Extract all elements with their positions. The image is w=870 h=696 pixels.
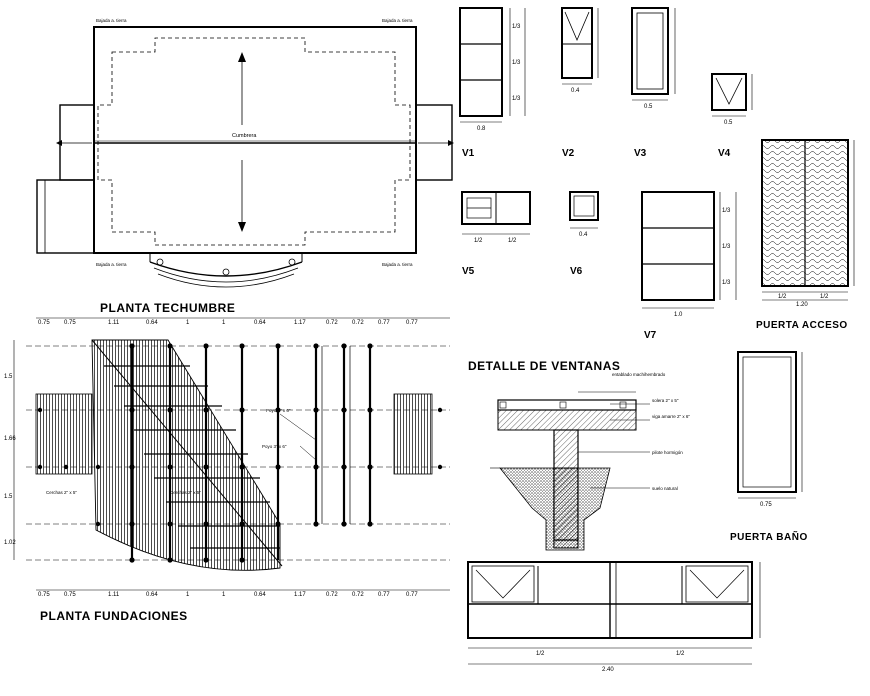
detalle-ventanas-title: DETALLE DE VENTANAS <box>468 359 620 373</box>
bottom-dim-11: 0.77 <box>378 592 390 598</box>
foundation-section-detail <box>490 391 650 551</box>
roof-plan <box>36 26 454 288</box>
detail-note-3: viga amarre 2" x 6" <box>652 414 690 419</box>
detail-note-5: suelo natural <box>652 486 678 491</box>
puerta-acceso-title: PUERTA ACCESO <box>756 320 848 331</box>
window-v7 <box>641 191 737 309</box>
door-bano <box>737 351 803 499</box>
window-v3 <box>631 7 676 101</box>
left-dim-4: 1.02 <box>4 540 16 546</box>
eave-label-tr: Bajada a. tierra <box>382 18 413 23</box>
bano-width: 0.75 <box>760 502 772 508</box>
acceso-half-b: 1/2 <box>820 294 829 300</box>
foundation-plan <box>13 317 450 591</box>
v5-half-b: 1/2 <box>508 238 517 244</box>
bottom-dim-4: 0.64 <box>146 592 158 598</box>
bottom-dim-10: 0.72 <box>352 592 364 598</box>
v1-third-2: 1/3 <box>512 60 521 66</box>
window-v6 <box>569 191 599 229</box>
v6-width: 0.4 <box>579 232 588 238</box>
v1-label: V1 <box>462 148 475 159</box>
planta-fundaciones-title: PLANTA FUNDACIONES <box>40 609 188 623</box>
v5-half-a: 1/2 <box>474 238 483 244</box>
top-dim-7: 0.64 <box>254 320 266 326</box>
foundation-bottom-dims: 0.75 0.75 1.11 0.64 1 1 0.64 1.17 0.72 0… <box>38 592 418 598</box>
foundation-left-dims: 1.5 1.66 1.5 1.02 <box>4 374 16 546</box>
foundation-note-d: Cerchas 2" x 5" <box>170 490 201 495</box>
window-v5 <box>461 191 531 235</box>
bottom-dim-8: 1.17 <box>294 592 306 598</box>
top-dim-5: 1 <box>186 320 190 326</box>
window-large-half-b: 1/2 <box>676 651 685 657</box>
bottom-dim-12: 0.77 <box>406 592 418 598</box>
ridge-label: Cumbrera <box>232 133 257 139</box>
top-dim-10: 0.72 <box>352 320 364 326</box>
v7-third-3: 1/3 <box>722 280 731 286</box>
top-dim-12: 0.77 <box>406 320 418 326</box>
eave-label-bl: Bajada a. tierra <box>96 262 127 267</box>
bottom-dim-3: 1.11 <box>108 592 120 598</box>
window-large-half-a: 1/2 <box>536 651 545 657</box>
v4-width: 0.5 <box>724 120 733 126</box>
puerta-bano-title: PUERTA BAÑO <box>730 530 808 543</box>
v3-label: V3 <box>634 148 647 159</box>
top-dim-4: 0.64 <box>146 320 158 326</box>
v7-third-2: 1/3 <box>722 244 731 250</box>
detail-note-2: solera 2" x 5" <box>652 398 679 403</box>
bottom-dim-7: 0.64 <box>254 592 266 598</box>
window-v2 <box>561 7 599 85</box>
bottom-dim-2: 0.75 <box>64 592 76 598</box>
window-v4 <box>711 73 753 117</box>
top-dim-9: 0.72 <box>326 320 338 326</box>
v1-width: 0.8 <box>477 126 486 132</box>
v2-label: V2 <box>562 148 575 159</box>
v7-width: 1.0 <box>674 312 683 318</box>
top-dim-1: 0.75 <box>38 320 50 326</box>
v1-third-1: 1/3 <box>512 24 521 30</box>
v5-label: V5 <box>462 266 475 277</box>
v7-label: V7 <box>644 330 657 341</box>
foundation-note-c: Cerchas 2" x 5" <box>46 490 77 495</box>
foundation-top-dims: 0.75 0.75 1.11 0.64 1 1 0.64 1.17 0.72 0… <box>38 320 418 326</box>
acceso-half-a: 1/2 <box>778 294 787 300</box>
acceso-width: 1.20 <box>796 302 808 308</box>
left-dim-2: 1.66 <box>4 436 16 442</box>
left-dim-1: 1.5 <box>4 374 13 380</box>
top-dim-11: 0.77 <box>378 320 390 326</box>
door-acceso <box>761 139 855 301</box>
window-large-total: 2.40 <box>602 667 614 673</box>
foundation-note-b: Poyo 3" x 6" <box>262 444 287 449</box>
v3-width: 0.5 <box>644 104 653 110</box>
window-large-elevation <box>467 561 761 665</box>
v7-third-1: 1/3 <box>722 208 731 214</box>
left-dim-3: 1.5 <box>4 494 13 500</box>
foundation-note-a: Poyo 3" x 6" <box>266 408 291 413</box>
detail-note-1: entablado machihembrado <box>612 372 666 377</box>
bottom-dim-9: 0.72 <box>326 592 338 598</box>
top-dim-8: 1.17 <box>294 320 306 326</box>
bottom-dim-6: 1 <box>222 592 226 598</box>
detail-note-4: pilote hormigón <box>652 450 683 455</box>
v6-label: V6 <box>570 266 583 277</box>
eave-label-tl: Bajada a. tierra <box>96 18 127 23</box>
eave-label-br: Bajada a. tierra <box>382 262 413 267</box>
planta-techumbre-title: PLANTA TECHUMBRE <box>100 301 235 315</box>
v1-third-3: 1/3 <box>512 96 521 102</box>
v2-width: 0.4 <box>571 88 580 94</box>
top-dim-6: 1 <box>222 320 226 326</box>
top-dim-2: 0.75 <box>64 320 76 326</box>
bottom-dim-1: 0.75 <box>38 592 50 598</box>
window-v1 <box>459 7 526 123</box>
bottom-dim-5: 1 <box>186 592 190 598</box>
top-dim-3: 1.11 <box>108 320 120 326</box>
v4-label: V4 <box>718 148 731 159</box>
